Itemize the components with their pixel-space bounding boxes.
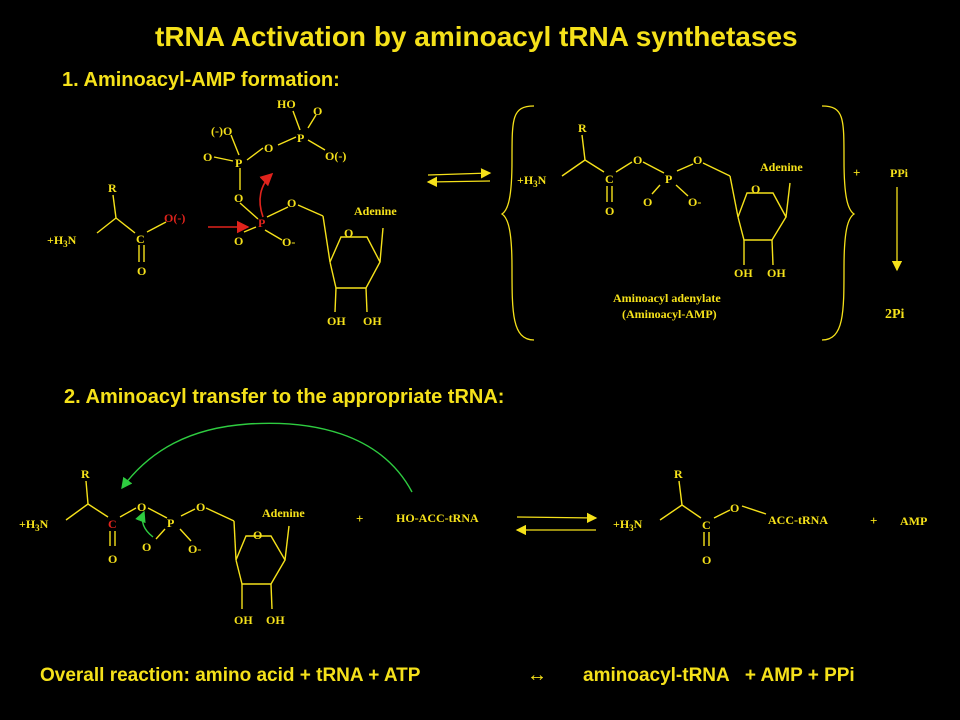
s2-o-phosphoryl: O	[142, 540, 151, 554]
at-carbonyl-o: O	[702, 553, 711, 567]
aa-r-group: R	[108, 181, 117, 195]
aminoacyl-amp-structure	[561, 134, 791, 266]
aa-carbon: C	[136, 232, 145, 246]
amp-o-link: O	[633, 153, 642, 167]
ppi-label: PPi	[890, 166, 909, 180]
step2-aminoacyl-amp-structure	[65, 480, 290, 610]
s2-carbonyl-o: O	[108, 552, 117, 566]
plus-amp: +	[870, 513, 877, 528]
amino-acid-structure	[96, 194, 167, 262]
atp-o-bridge-2: O	[234, 191, 243, 205]
amp-label: AMP	[900, 514, 927, 528]
s2-carbon: C	[108, 517, 117, 531]
aminoacyl-trna-structure	[659, 480, 767, 546]
s2-ring-o: O	[253, 528, 262, 542]
transfer-arrow	[121, 422, 413, 493]
amp-amine: +H3N	[517, 173, 547, 189]
atp-ring-o: O	[344, 226, 353, 240]
amp-carbonyl-o: O	[605, 204, 614, 218]
pi-label: 2Pi	[885, 307, 905, 322]
plus-ppi: +	[853, 165, 860, 180]
aa-carboxylate-o: O(-)	[164, 211, 185, 225]
s2-forward-arrow	[516, 512, 598, 524]
atp-p-gamma: P	[297, 131, 304, 145]
at-o-link: O	[730, 501, 739, 515]
equilibrium-forward-arrow	[427, 168, 492, 179]
at-amine: +H3N	[613, 517, 643, 533]
at-r-group: R	[674, 467, 683, 481]
amp-carbon: C	[605, 172, 614, 186]
amp-o-ester: O	[693, 153, 702, 167]
aa-amine: +H3N	[47, 233, 77, 249]
plus-trna: +	[356, 511, 363, 526]
atp-o-gamma: O	[313, 104, 322, 118]
at-carbon: C	[702, 518, 711, 532]
amp-oh-2: OH	[734, 266, 753, 280]
s2-amine: +H3N	[19, 517, 49, 533]
atp-o-minus-beta: (-)O	[211, 124, 232, 138]
phosphate-attack-arrow	[259, 172, 274, 218]
overall-reaction-right: aminoacyl-tRNA + AMP + PPi	[583, 665, 855, 686]
atp-oh-3: OH	[363, 314, 382, 328]
page-title: tRNA Activation by aminoacyl tRNA synthe…	[155, 21, 798, 52]
atp-o-bridge-1: O	[264, 141, 273, 155]
amp-ring-o: O	[751, 182, 760, 196]
atp-p-alpha: P	[258, 216, 265, 230]
s2-phosphorus: P	[167, 516, 174, 530]
amp-o-phosphoryl: O	[643, 195, 652, 209]
product-label: Aminoacyl adenylate	[613, 291, 721, 305]
atp-structure	[213, 110, 384, 313]
step2-heading: 2. Aminoacyl transfer to the appropriate…	[64, 386, 504, 408]
s2-adenine: Adenine	[262, 506, 305, 520]
atp-o-minus-alpha: O-	[282, 235, 295, 249]
s2-o-ester: O	[196, 500, 205, 514]
ho-acc-trna: HO-ACC-tRNA	[396, 511, 479, 525]
overall-reaction-left: Overall reaction: amino acid + tRNA + AT…	[40, 665, 421, 686]
overall-reaction-arrow: ↔	[527, 664, 547, 686]
product-label-abbrev: (Aminoacyl-AMP)	[622, 307, 717, 321]
equilibrium-reverse-arrow	[426, 176, 491, 188]
s2-o-minus: O-	[188, 542, 201, 556]
bond-break-arrow	[135, 510, 154, 538]
aa-carbonyl-o: O	[137, 264, 146, 278]
left-brace	[500, 105, 535, 341]
atp-o-beta: O	[203, 150, 212, 164]
atp-adenine: Adenine	[354, 204, 397, 218]
amp-phosphorus: P	[665, 172, 672, 186]
atp-o-minus-gamma: O(-)	[325, 149, 346, 163]
amp-adenine: Adenine	[760, 160, 803, 174]
atp-o-alpha: O	[234, 234, 243, 248]
atp-oh-2: OH	[327, 314, 346, 328]
amp-r-group: R	[578, 121, 587, 135]
atp-ho: HO	[277, 97, 296, 111]
acc-trna: ACC-tRNA	[768, 513, 828, 527]
right-brace	[821, 105, 856, 341]
s2-oh-2: OH	[234, 613, 253, 627]
atp-o-ester: O	[287, 196, 296, 210]
s2-o-link: O	[137, 500, 146, 514]
atp-p-beta: P	[235, 156, 242, 170]
amp-o-minus: O-	[688, 195, 701, 209]
step1-heading: 1. Aminoacyl-AMP formation:	[62, 69, 340, 91]
amp-oh-3: OH	[767, 266, 786, 280]
s2-oh-3: OH	[266, 613, 285, 627]
s2-r-group: R	[81, 467, 90, 481]
